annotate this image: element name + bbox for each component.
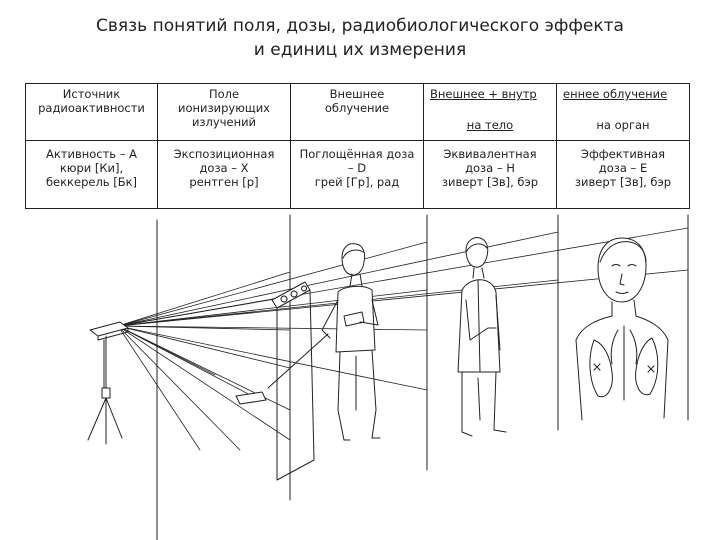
- cell-effective-dose: Эффективная доза – E зиверт [Зв], бэр: [556, 140, 690, 209]
- header-row: Источник радиоактивности Поле ионизирующ…: [25, 83, 690, 141]
- concepts-table: Источник радиоактивности Поле ионизирующ…: [25, 83, 690, 209]
- header-external: Внешнее облучение: [290, 83, 424, 141]
- header-field: Поле ионизирующих излучений: [157, 83, 291, 141]
- dosimeter-operator: [235, 243, 381, 481]
- header-source: Источник радиоактивности: [25, 83, 158, 141]
- plane-dividers: [156, 214, 689, 540]
- header-organ: еннее облучение на орган: [556, 83, 690, 141]
- slide-title: Связь понятий поля, дозы, радиобиологиче…: [0, 14, 720, 62]
- title-line-2: и единиц их измерения: [253, 40, 467, 60]
- standing-person: [457, 237, 507, 437]
- title-line-1: Связь понятий поля, дозы, радиобиологиче…: [96, 16, 624, 36]
- cell-activity: Активность – А кюри [Ки], беккерель [Бк]: [25, 140, 158, 209]
- person-portrait-with-organs: [575, 237, 669, 421]
- quantity-row: Активность – А кюри [Ки], беккерель [Бк]…: [25, 140, 690, 209]
- radiation-source-tripod: [87, 321, 129, 445]
- cell-exposure-dose: Экспозиционная доза – X рентген [р]: [157, 140, 291, 209]
- cell-equivalent-dose: Эквивалентная доза – H зиверт [Зв], бэр: [423, 140, 557, 209]
- cell-absorbed-dose: Поглощённая доза – D грей [Гр], рад: [290, 140, 424, 209]
